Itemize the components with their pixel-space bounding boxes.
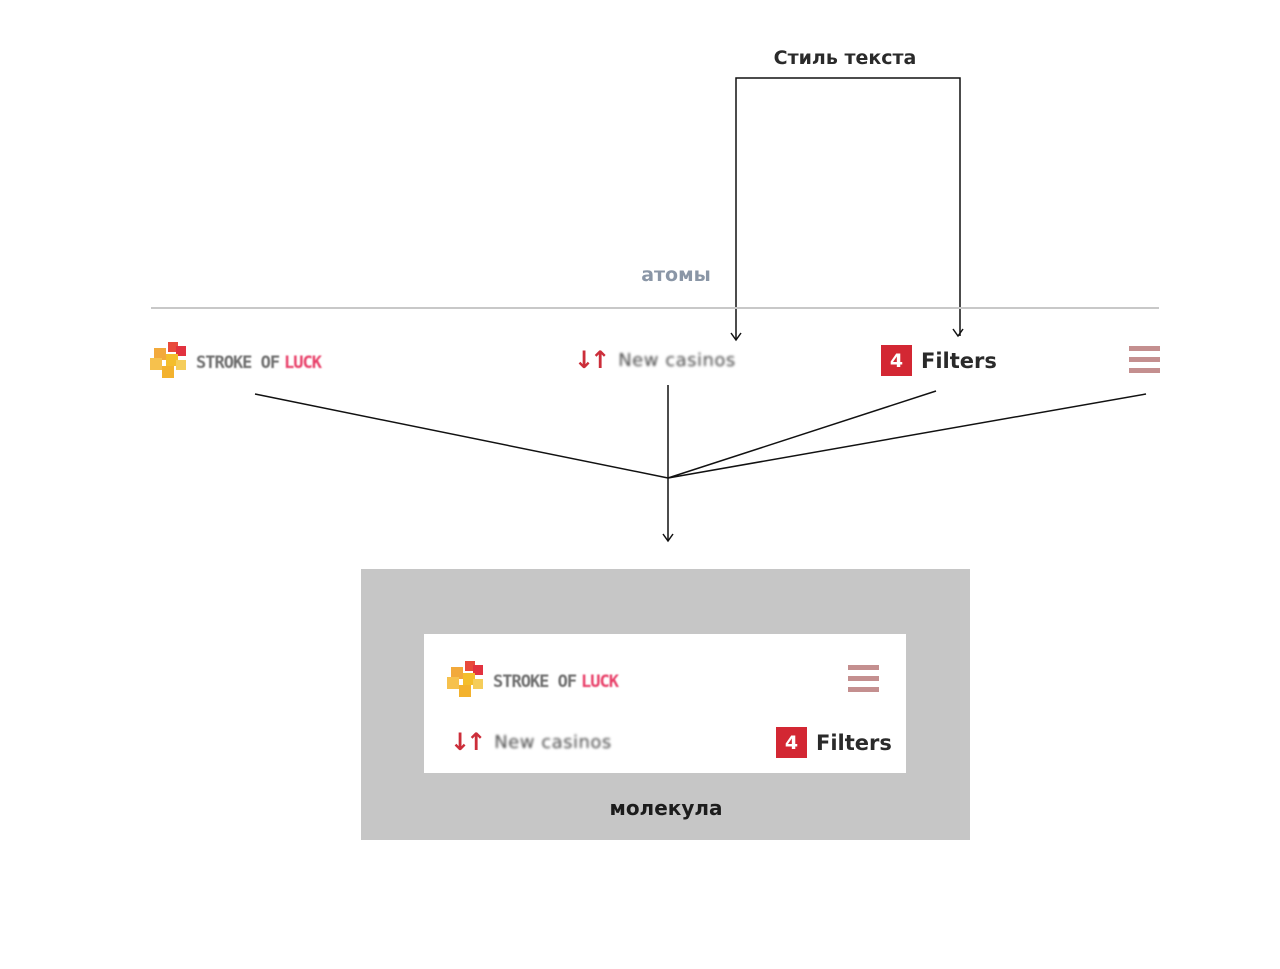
clover-icon xyxy=(150,342,186,378)
atoms-divider xyxy=(151,307,1159,309)
molecule-arrowhead xyxy=(662,533,674,543)
text-style-arrow-left xyxy=(730,332,742,342)
text-style-label: Стиль текста xyxy=(773,47,917,69)
logo-molecule: STROKE OF LUCK xyxy=(447,661,621,697)
sort-arrows-icon: ↓↑ xyxy=(574,346,610,374)
filters-label: Filters xyxy=(816,730,892,755)
logo-text-right: LUCK xyxy=(581,672,620,692)
sort-label: New casinos xyxy=(618,349,736,371)
menu-connector xyxy=(667,393,1147,479)
sort-atom[interactable]: ↓↑ New casinos xyxy=(574,346,736,374)
text-style-bracket xyxy=(735,77,961,340)
atoms-label: атомы xyxy=(641,264,711,286)
sort-molecule[interactable]: ↓↑ New casinos xyxy=(450,728,612,756)
logo-atom: STROKE OF LUCK xyxy=(150,342,324,378)
filters-atom[interactable]: 4 Filters xyxy=(881,345,997,376)
logo-text-left: STROKE OF xyxy=(493,672,577,692)
logo-text-right: LUCK xyxy=(284,353,323,373)
logo-text-left: STROKE OF xyxy=(196,353,280,373)
filters-label: Filters xyxy=(921,348,997,373)
hamburger-menu-icon[interactable] xyxy=(1129,346,1160,374)
molecule-card xyxy=(424,634,906,773)
filters-connector xyxy=(667,390,937,479)
filters-count-badge: 4 xyxy=(881,345,912,376)
clover-icon xyxy=(447,661,483,697)
filters-count-badge: 4 xyxy=(776,727,807,758)
hamburger-menu-icon[interactable] xyxy=(848,665,879,693)
sort-label: New casinos xyxy=(494,731,612,753)
sort-arrows-icon: ↓↑ xyxy=(450,728,486,756)
molecule-label: молекула xyxy=(609,796,723,820)
text-style-arrow-right xyxy=(952,328,964,338)
filters-molecule[interactable]: 4 Filters xyxy=(776,727,892,758)
logo-connector xyxy=(254,393,669,479)
